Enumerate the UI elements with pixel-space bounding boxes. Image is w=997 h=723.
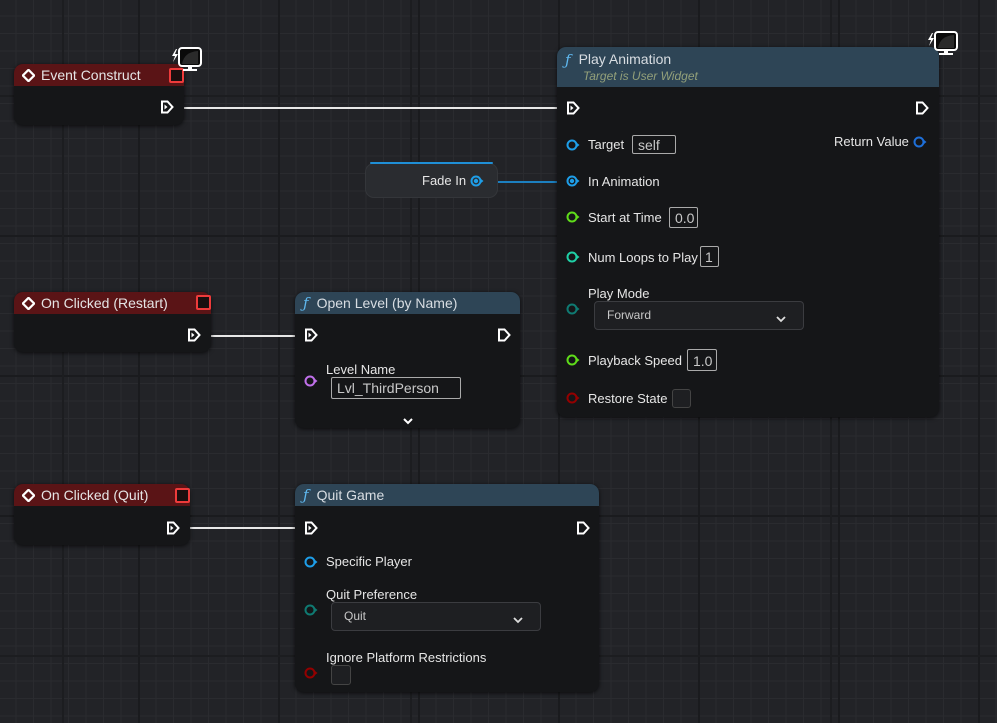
exec-out-pin[interactable]	[166, 521, 180, 535]
exec-out-pin[interactable]	[576, 521, 590, 535]
widget-monitor-icon	[926, 30, 960, 60]
exec-in-pin[interactable]	[304, 328, 318, 342]
pin-label: Start at Time	[588, 210, 662, 225]
pin-label: Target	[588, 137, 625, 152]
on-clicked-quit-node[interactable]: On Clicked (Quit)	[14, 484, 190, 545]
node-header: ƒ Open Level (by Name)	[295, 292, 520, 314]
pin-label: In Animation	[588, 174, 660, 189]
node-header: ƒ Play Animation Target is User Widget	[557, 47, 939, 87]
exec-in-pin[interactable]	[566, 101, 580, 115]
on-clicked-restart-node[interactable]: On Clicked (Restart)	[14, 292, 211, 352]
node-header: On Clicked (Restart)	[14, 292, 211, 314]
byte-pin[interactable]	[566, 303, 580, 315]
byte-pin[interactable]	[304, 604, 318, 616]
widget-monitor-icon	[170, 46, 204, 76]
node-header: Event Construct	[14, 64, 184, 86]
pin-label: Return Value	[834, 134, 909, 149]
pin-label: Ignore Platform Restrictions	[326, 650, 487, 665]
delegate-pin[interactable]	[196, 295, 211, 310]
target-input[interactable]: self	[632, 135, 676, 154]
restore-state-checkbox[interactable]	[672, 389, 691, 408]
playback-speed-input[interactable]: 1.0	[687, 349, 717, 371]
bool-pin[interactable]	[566, 392, 580, 404]
chevron-down-icon	[512, 609, 524, 636]
node-title: Play Animation	[578, 51, 672, 67]
pin-label: Restore State	[588, 391, 668, 406]
object-pin[interactable]	[470, 175, 484, 187]
num-loops-input[interactable]: 1	[700, 246, 719, 267]
float-pin[interactable]	[566, 211, 580, 223]
node-title: On Clicked (Quit)	[41, 487, 149, 503]
play-mode-dropdown[interactable]: Forward	[594, 301, 804, 330]
fade-in-variable-node[interactable]: Fade In	[365, 162, 498, 198]
exec-wire[interactable]	[182, 527, 304, 529]
dropdown-value: Quit	[344, 609, 367, 623]
pin-label: Quit Preference	[326, 587, 418, 602]
int-pin[interactable]	[566, 251, 580, 263]
node-subtitle: Target is User Widget	[583, 69, 698, 83]
name-pin[interactable]	[304, 375, 318, 387]
bool-pin[interactable]	[304, 667, 318, 679]
delegate-pin[interactable]	[169, 68, 184, 83]
object-pin[interactable]	[566, 175, 580, 187]
pin-label: Specific Player	[326, 554, 412, 569]
pin-label: Playback Speed	[588, 353, 682, 368]
node-title: Open Level (by Name)	[316, 295, 458, 311]
return-value-pin[interactable]	[913, 136, 927, 148]
exec-in-pin[interactable]	[304, 521, 318, 535]
open-level-node[interactable]: ƒ Open Level (by Name) Level Name Lvl_Th…	[295, 292, 520, 428]
exec-wire[interactable]	[203, 335, 303, 337]
exec-out-pin[interactable]	[915, 101, 929, 115]
pin-label: Play Mode	[588, 286, 650, 301]
function-icon: ƒ	[303, 294, 309, 312]
exec-out-pin[interactable]	[187, 328, 201, 342]
play-animation-node[interactable]: ƒ Play Animation Target is User Widget T…	[557, 47, 939, 417]
variable-accent	[370, 162, 493, 164]
event-diamond-icon	[22, 68, 35, 82]
object-pin[interactable]	[566, 139, 580, 151]
delegate-pin[interactable]	[175, 488, 190, 503]
function-icon: ƒ	[565, 51, 571, 69]
event-diamond-icon	[22, 488, 35, 502]
exec-out-pin[interactable]	[497, 328, 511, 342]
exec-wire[interactable]	[176, 107, 564, 109]
object-pin[interactable]	[304, 556, 318, 568]
node-title: Quit Game	[316, 487, 385, 503]
variable-label: Fade In	[422, 173, 467, 188]
quit-game-node[interactable]: ƒ Quit Game Specific Player Quit Prefere…	[295, 484, 599, 692]
dropdown-value: Forward	[607, 308, 652, 322]
quit-preference-dropdown[interactable]: Quit	[331, 602, 541, 631]
exec-out-pin[interactable]	[160, 100, 174, 114]
ignore-platform-checkbox[interactable]	[331, 665, 351, 685]
node-header: ƒ Quit Game	[295, 484, 599, 506]
event-diamond-icon	[22, 296, 35, 310]
chevron-down-icon	[775, 308, 787, 335]
float-pin[interactable]	[566, 354, 580, 366]
node-header: On Clicked (Quit)	[14, 484, 190, 506]
grid-line	[62, 0, 64, 723]
level-name-input[interactable]: Lvl_ThirdPerson	[331, 377, 461, 399]
object-wire[interactable]	[484, 181, 566, 183]
pin-label: Num Loops to Play	[588, 250, 698, 265]
event-construct-node[interactable]: Event Construct	[14, 64, 184, 125]
pin-label: Level Name	[326, 362, 396, 377]
node-title: On Clicked (Restart)	[41, 295, 168, 311]
expand-chevron-icon[interactable]	[402, 414, 414, 432]
grid-line	[0, 95, 997, 97]
start-at-time-input[interactable]: 0.0	[669, 207, 698, 228]
function-icon: ƒ	[303, 486, 309, 504]
node-title: Event Construct	[41, 67, 141, 83]
